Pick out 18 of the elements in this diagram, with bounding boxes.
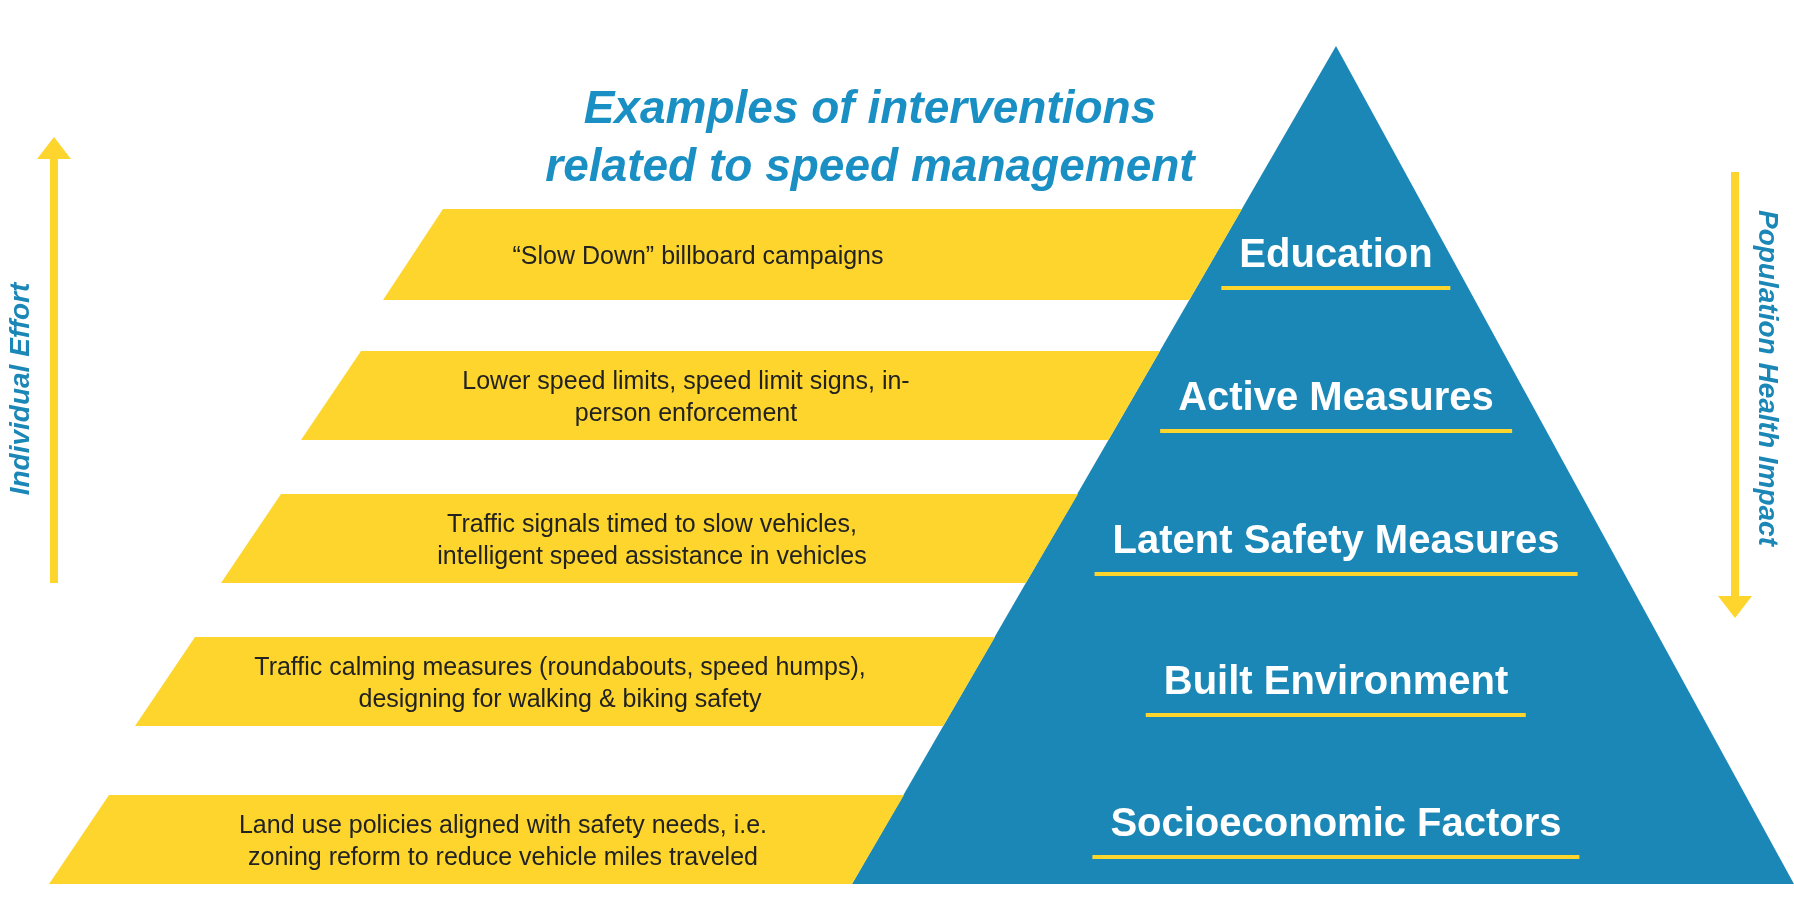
level-label: Education — [1221, 231, 1451, 290]
level-label: Socioeconomic Factors — [1092, 800, 1580, 859]
band-text: Lower speed limits, speed limit signs, in-person enforcement — [461, 364, 911, 428]
level-label: Built Environment — [1145, 658, 1527, 717]
title: Examples of interventions related to speed management — [544, 80, 1197, 193]
banner-band — [49, 795, 904, 884]
band-text: Traffic calming measures (roundabouts, speed humps), designing for walking & biking safety — [253, 650, 867, 714]
band-text: “Slow Down” billboard campaigns — [511, 239, 885, 271]
banner-band — [221, 494, 1078, 583]
banner-band — [301, 351, 1160, 440]
level-label: Latent Safety Measures — [1094, 517, 1578, 576]
level-label: Active Measures — [1160, 374, 1512, 433]
band-text: Traffic signals timed to slow vehicles, intelligent speed assistance in vehicles — [436, 507, 868, 571]
axis-label: Individual Effort — [4, 282, 36, 496]
banner-band — [383, 209, 1242, 300]
banner-band — [135, 637, 995, 726]
axis-label: Population Health Impact — [1752, 210, 1784, 546]
band-text: Land use policies aligned with safety needs, i.e. zoning reform to reduce vehicle miles traveled — [237, 808, 769, 872]
